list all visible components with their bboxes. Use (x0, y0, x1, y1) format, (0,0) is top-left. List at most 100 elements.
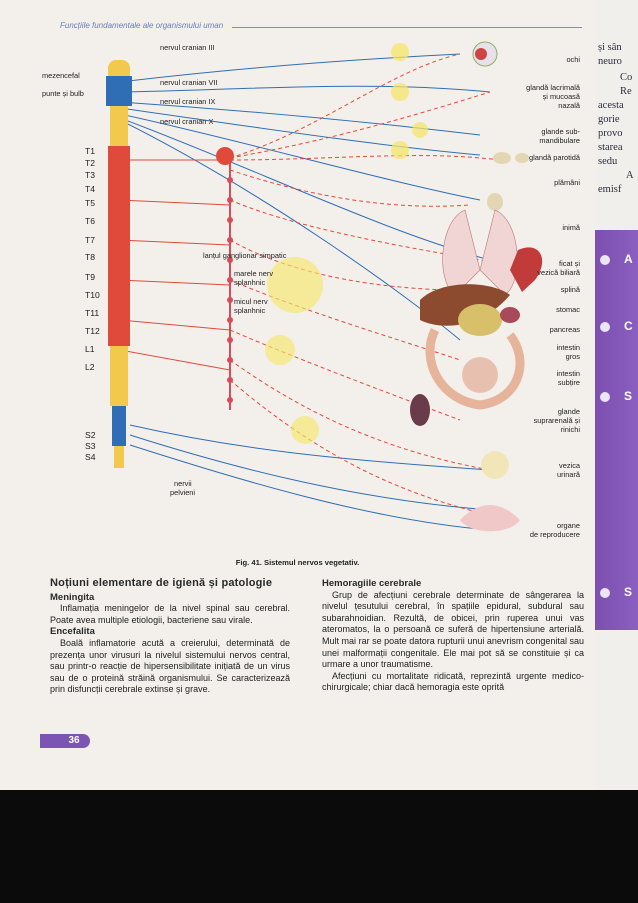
running-head: Funcțiile fundamentale ale organismului … (60, 21, 224, 30)
edge-word: și sân (598, 42, 622, 53)
edge-word: A (626, 170, 634, 181)
page-number: 36 (58, 734, 90, 748)
organ-illustrations (410, 41, 543, 532)
label-submandibular: glande sub- (541, 127, 580, 136)
label-small-intestine: intestin (557, 369, 580, 378)
label-colon: gros (566, 352, 581, 361)
segment-label: T1 (85, 146, 95, 156)
edge-letter: C (624, 319, 633, 333)
label-nerve-vii: nervul cranian VII (160, 78, 218, 87)
edge-word: provo (598, 128, 623, 139)
label-mezencefal: mezencefal (42, 71, 80, 80)
spinal-cord (106, 60, 132, 468)
segment-label: T7 (85, 235, 95, 245)
label-minor-splanchnic: splanhnic (234, 306, 266, 315)
page-number-bar (40, 734, 58, 748)
label-lungs: plămâni (554, 178, 580, 187)
edge-word: gorie (598, 114, 620, 125)
label-spleen: splină (561, 285, 581, 294)
label-reproductive: organe (557, 521, 580, 530)
label-stomach: stomac (556, 305, 580, 314)
edge-letter: S (624, 585, 633, 599)
segment-label: T10 (85, 290, 100, 300)
segment-label: S3 (85, 441, 96, 451)
edge-word: Co (620, 72, 633, 83)
edge-letter: A (624, 252, 633, 266)
bullet-dot (600, 588, 610, 598)
segment-label: T12 (85, 326, 100, 336)
label-bladder: urinară (557, 470, 581, 479)
segment-label: T2 (85, 158, 95, 168)
label-adrenal: glande (558, 407, 580, 416)
segment-label: T6 (85, 216, 95, 226)
segment-label: T9 (85, 272, 95, 282)
segment-label: T11 (85, 308, 99, 318)
label-heart: inimă (562, 223, 581, 232)
label-nerve-x: nervul cranian X (160, 117, 213, 126)
label-adrenal: rinichi (561, 425, 581, 434)
edge-word: starea (598, 142, 623, 153)
book-page (0, 0, 595, 790)
label-colon: intestin (557, 343, 580, 352)
left-text-column: Noțiuni elementare de igienă și patologi… (50, 577, 290, 696)
label-nerve-ix: nervul cranian IX (160, 97, 216, 106)
edge-word: acesta (598, 100, 624, 111)
organ-labels: ochi glandă lacrimală și mucoasă nazală … (526, 55, 581, 539)
label-pelvic-nerves: pelvieni (170, 488, 195, 497)
bullet-dot (600, 255, 610, 265)
right-text-column: Hemoragiile cerebrale Grup de afecțiuni … (322, 578, 584, 694)
segment-label: T5 (85, 198, 95, 208)
header-rule (232, 27, 582, 28)
label-parotid: glandă parotidă (529, 153, 581, 162)
segment-label: T3 (85, 170, 95, 180)
edge-word: neuro (598, 56, 622, 67)
segment-label: L2 (85, 362, 95, 372)
label-pelvic-nerves: nervii (174, 479, 192, 488)
segment-label: T8 (85, 252, 95, 262)
label-major-splanchnic: splanhnic (234, 278, 266, 287)
paragraph-hemoragii-2: Afecțiuni cu mortalitate ridicată, repre… (322, 670, 584, 693)
label-submandibular: mandibulare (539, 136, 580, 145)
edge-word: Re (620, 86, 632, 97)
label-bladder: vezica (559, 461, 581, 470)
subsection-title-encefalita: Encefalita (50, 626, 95, 638)
label-major-splanchnic: marele nerv (234, 269, 273, 278)
label-eye: ochi (566, 55, 580, 64)
label-minor-splanchnic: micul nerv (234, 297, 268, 306)
nerve-lines (119, 53, 511, 531)
label-punte-bulb: punte și bulb (42, 89, 84, 98)
label-sympathetic-chain: lanțul ganglionar simpatic (203, 251, 287, 260)
subsection-title-meningita: Meningita (50, 591, 95, 603)
label-nerve-iii: nervul cranian III (160, 43, 215, 52)
edge-word: emisf (598, 184, 622, 195)
segment-label: L1 (85, 344, 95, 354)
segment-label: T4 (85, 184, 95, 194)
label-lacrimal: și mucoasă (543, 92, 581, 101)
paragraph-encefalita: Boală inflamatorie acută a creierului, d… (50, 637, 290, 695)
label-liver: ficat și (559, 259, 580, 268)
label-adrenal: suprarenală și (534, 416, 581, 425)
spine-labels: mezencefal punte și bulb T1 T2 T3 T4 T5 … (42, 71, 100, 462)
subsection-title-hemoragii: Hemoragiile cerebrale (322, 578, 422, 589)
label-pancreas: pancreas (550, 325, 581, 334)
segment-label: S2 (85, 430, 96, 440)
paragraph-meningita: Inflamația meningelor de la nivel spinal… (50, 603, 290, 625)
segment-label: S4 (85, 452, 96, 462)
next-page-purple-band (595, 230, 638, 630)
label-liver: vezică biliară (537, 268, 581, 277)
section-title: Noțiuni elementare de igienă și patologi… (50, 577, 273, 589)
paragraph-hemoragii-1: Grup de afecțiuni cerebrale determinate … (322, 589, 584, 670)
nerve-labels: nervul cranian III nervul cranian VII ne… (160, 43, 287, 497)
edge-letter: S (624, 389, 633, 403)
figure-caption: Fig. 41. Sistemul nervos vegetativ. (235, 558, 360, 567)
sympathetic-chain (216, 147, 234, 410)
ganglia (265, 43, 428, 444)
label-reproductive: de reproducere (530, 530, 580, 539)
bullet-dot (600, 322, 610, 332)
label-lacrimal: nazală (558, 101, 581, 110)
label-small-intestine: subțire (558, 378, 580, 387)
edge-word: sedu (598, 156, 618, 167)
label-lacrimal: glandă lacrimală (526, 83, 581, 92)
autonomic-nervous-system-figure: mezencefal punte și bulb T1 T2 T3 T4 T5 … (42, 41, 581, 539)
bullet-dot (600, 392, 610, 402)
